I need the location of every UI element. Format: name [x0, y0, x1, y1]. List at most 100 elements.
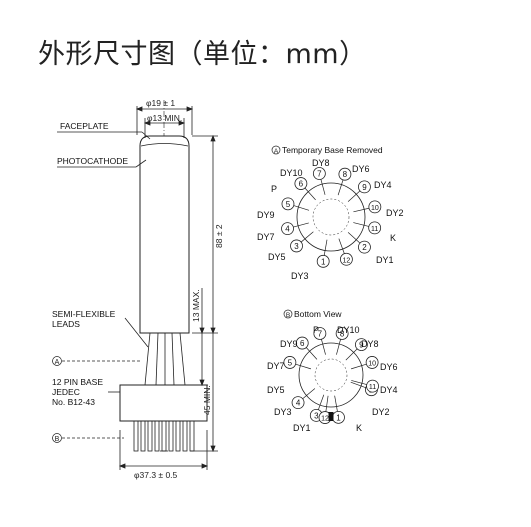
view-a-pin-11-number: 11 [371, 226, 378, 233]
view-a-dy8: DY8 [312, 158, 330, 168]
view-b-pin-8-number: 8 [340, 329, 345, 338]
view-b-dy1: DY1 [293, 423, 311, 433]
view-a-dy9: DY9 [257, 210, 275, 220]
view-a-pin-lead-12 [338, 238, 345, 254]
view-a-k: K [390, 233, 396, 243]
view-a-pin-4-number: 4 [285, 225, 290, 234]
view-a-pin-9-number: 9 [362, 183, 367, 192]
view-b-pin-6-number: 6 [300, 339, 305, 348]
view-a-pin-lead-4 [293, 222, 309, 228]
svg-text:B: B [286, 312, 290, 319]
tube-side-view [52, 100, 218, 470]
marker-b: B [52, 433, 62, 443]
view-b-pin-lead-9 [345, 348, 358, 361]
view-b-pin-lead-8 [336, 339, 341, 355]
view-a-pin-6-number: 6 [299, 180, 304, 189]
view-a-p: P [271, 184, 277, 194]
view-b-pin-9-circle [355, 338, 368, 351]
view-a-dy5: DY5 [268, 252, 286, 262]
view-b-dy9: DY9 [280, 339, 298, 349]
page-title: 外形尺寸图（单位：mm） [38, 39, 367, 70]
view-a-dy3: DY3 [291, 271, 309, 281]
view-a-pin-lead-8 [337, 179, 344, 196]
view-b-pin-lead-12 [325, 395, 329, 412]
view-b-pin-lead-11 [351, 380, 367, 385]
faceplate-label: FACEPLATE [60, 121, 109, 131]
view-a-dy6: DY6 [352, 164, 370, 174]
view-b-pin-5-number: 5 [288, 358, 293, 367]
view-b-pin-7-circle [313, 327, 327, 340]
view-a-pin-10-number: 10 [371, 205, 379, 212]
view-b-dy7: DY7 [267, 361, 285, 371]
view-b-pin-lead-4 [302, 388, 316, 400]
view-b-dy6: DY6 [380, 362, 398, 372]
view-b-pin-12-number: 12 [321, 416, 329, 423]
svg-text:A: A [274, 148, 279, 155]
view-a-pin-lead-5 [293, 205, 310, 211]
view-a-pin-7-number: 7 [317, 170, 322, 179]
leads-label-line1: SEMI-FLEXIBLE [52, 309, 116, 319]
view-a-pin-1-number: 1 [321, 257, 326, 266]
view-a-pin-lead-7 [320, 179, 326, 195]
view-a-dy2: DY2 [386, 208, 404, 218]
view-a-pin-8-number: 8 [343, 170, 348, 179]
pins-min-dim: 45 MIN. [202, 385, 212, 415]
view-b-dy2: DY2 [372, 407, 390, 417]
view-b-pin-7-number: 7 [318, 329, 323, 338]
view-b-pin-11-number: 11 [369, 384, 376, 391]
view-a-pin-5-circle [281, 197, 295, 211]
view-b-pin-lead-10 [350, 363, 367, 370]
view-a-pin-lead-11 [353, 222, 369, 227]
view-b-pin-lead-5 [295, 363, 312, 370]
view-b-pin-6-circle [295, 336, 309, 350]
view-b-pin-10-number: 10 [368, 360, 376, 367]
view-a-pin-lead-10 [353, 207, 370, 213]
view-b-caption: B Bottom View [283, 309, 342, 319]
view-b-pin-1-number: 1 [336, 413, 341, 422]
view-b-pin-lead-7 [321, 339, 326, 355]
view-b-pin-10-circle [365, 356, 379, 369]
view-b-pin-lead-3 [318, 394, 325, 410]
view-b-k: K [356, 423, 362, 433]
view-b-pin-4-number: 4 [296, 399, 301, 408]
view-b-p: P [313, 325, 319, 335]
view-b-pin-3-number: 3 [314, 411, 319, 420]
length-dim: 88 ± 2 [214, 224, 224, 248]
view-a-pin-7-circle [312, 167, 326, 180]
view-a-dy10: DY10 [280, 168, 303, 178]
view-a-pin-6-circle [294, 177, 308, 190]
view-b-key-mark [328, 412, 334, 421]
svg-text:A: A [55, 359, 60, 366]
view-a-dy4: DY4 [374, 180, 392, 190]
view-b-dy10: DY10 [337, 325, 360, 335]
view-a-pin-12-circle [339, 252, 353, 266]
view-a-pin-2-number: 2 [362, 243, 367, 252]
view-a-pin-4-circle [281, 222, 294, 236]
view-a-pin-1-circle [316, 254, 330, 268]
view-a-pin-11-circle [368, 221, 382, 235]
view-a-pin-3-circle [290, 239, 303, 253]
view-a-dy7: DY7 [257, 232, 275, 242]
view-a-pin-lead-3 [300, 231, 314, 243]
photocathode-diameter-dim: φ13 MIN. [147, 113, 182, 123]
base-label-line1: 12 PIN BASE [52, 377, 103, 387]
view-b-dy5: DY5 [267, 385, 285, 395]
view-a-pin-12-number: 12 [342, 257, 350, 264]
view-b-pin-lead-6 [305, 347, 318, 360]
leads-label-line2: LEADS [52, 319, 80, 329]
view-a-pin-lead-9 [347, 190, 361, 202]
view-a-pin-8-circle [338, 167, 352, 181]
view-a-pin-2-circle [358, 240, 371, 254]
view-b-pin-lead-2 [350, 381, 366, 388]
view-b-pin-5-circle [283, 356, 297, 369]
view-a-dy1: DY1 [376, 255, 394, 265]
marker-a: A [52, 356, 62, 366]
view-a-pin-9-circle [358, 180, 371, 194]
base-label-line2: JEDEC [52, 387, 80, 397]
base-label-line3: No. B12-43 [52, 397, 95, 407]
view-b-pin-8-circle [335, 327, 349, 340]
base-diameter-dim: φ37.3 ± 0.5 [134, 470, 178, 480]
